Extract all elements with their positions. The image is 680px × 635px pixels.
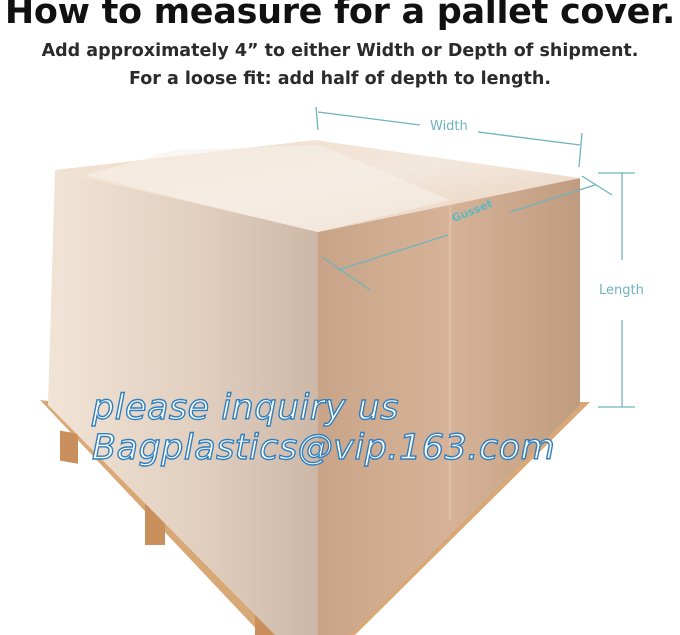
instruction-line-2: For a loose fit: add half of depth to le… [128, 69, 552, 89]
watermark-email: Bagplastics@vip.163.com [91, 427, 556, 468]
length-label: Length [599, 283, 644, 298]
instruction-line-1: Add approximately 4” to either Width or … [41, 41, 639, 61]
watermark-inquiry: please inquiry us [91, 387, 399, 428]
cover-right-face [318, 178, 580, 635]
cover-left-face [48, 170, 318, 635]
page-title: How to measure for a pallet cover. [4, 0, 676, 32]
dimension-lines [315, 106, 635, 408]
width-label: Width [430, 119, 468, 134]
